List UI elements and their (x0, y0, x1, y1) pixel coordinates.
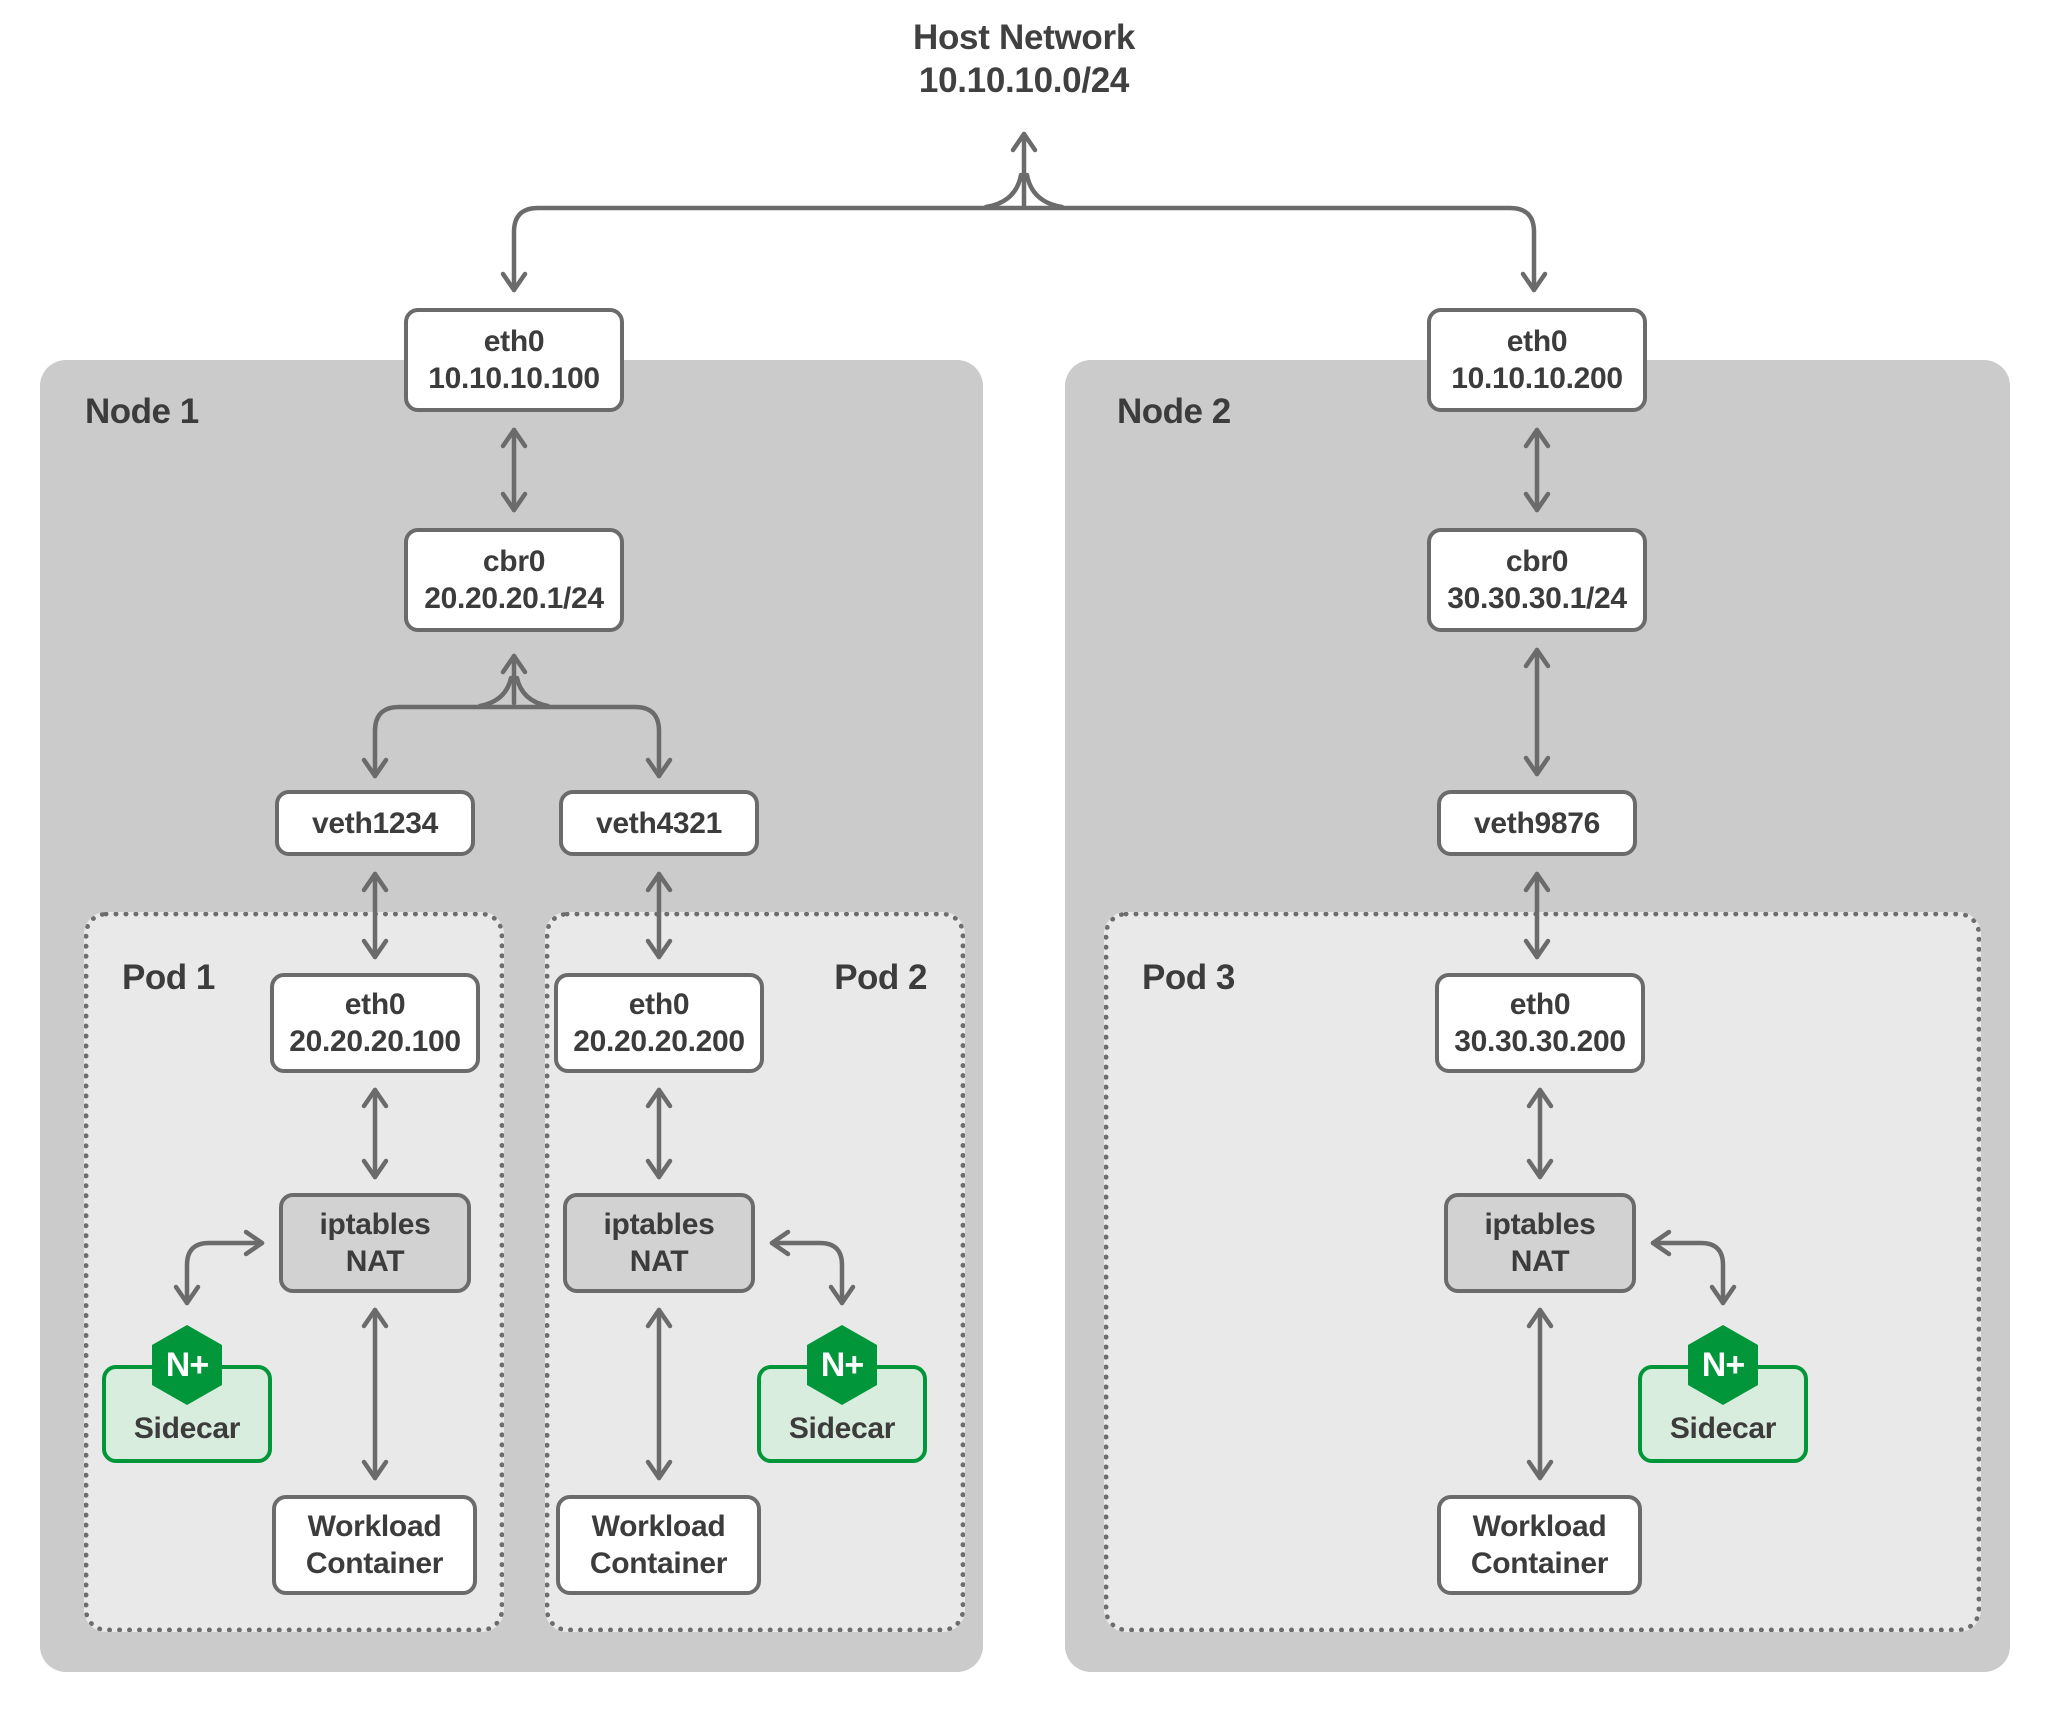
pod3-workload-line1: Workload (1472, 1510, 1607, 1543)
veth1234-label: veth1234 (311, 806, 439, 840)
pod2-eth0-ip: 20.20.20.200 (573, 1025, 745, 1058)
node2-cbr0-ip: 30.30.30.1/24 (1447, 582, 1627, 615)
node2-cbr0-name: cbr0 (1505, 545, 1569, 578)
veth1234-box: veth1234 (275, 790, 475, 856)
node2-label: Node 2 (1117, 392, 1231, 431)
host-up-arrow-flare-left (983, 172, 1024, 210)
pod3-workload-box: Workload Container (1437, 1495, 1642, 1595)
node1-cbr0-name: cbr0 (482, 545, 546, 578)
pod2-sidecar-label: Sidecar (788, 1412, 896, 1445)
pod1-label: Pod 1 (122, 958, 215, 997)
node2-eth0-name: eth0 (1506, 325, 1568, 358)
pod2-nginx-plus-logo-text: N+ (820, 1345, 864, 1384)
pod3-nginx-plus-icon: N+ (1688, 1325, 1758, 1405)
host-up-arrow-flare-right (1024, 172, 1065, 210)
pod3-nat-line1: iptables (1484, 1208, 1596, 1241)
pod3-nginx-plus-logo-text: N+ (1701, 1345, 1745, 1384)
pod1-nat-line1: iptables (319, 1208, 431, 1241)
node1-cbr0-ip: 20.20.20.1/24 (424, 582, 604, 615)
pod3-sidecar-label: Sidecar (1669, 1412, 1777, 1445)
node1-eth0-ip: 10.10.10.100 (428, 362, 600, 395)
pod1-iptables-nat-box: iptables NAT (279, 1193, 471, 1293)
veth4321-label: veth4321 (595, 806, 723, 840)
host-network-subnet: 10.10.10.0/24 (918, 61, 1130, 100)
node2-cbr0-box: cbr0 30.30.30.1/24 (1427, 528, 1647, 632)
pod2-nat-line1: iptables (603, 1208, 715, 1241)
pod3-label: Pod 3 (1142, 958, 1235, 997)
pod3-eth0-ip: 30.30.30.200 (1454, 1025, 1626, 1058)
pod2-workload-line2: Container (589, 1547, 728, 1580)
pod3-iptables-nat-box: iptables NAT (1444, 1193, 1636, 1293)
pod2-iptables-nat-box: iptables NAT (563, 1193, 755, 1293)
pod3-eth0-name: eth0 (1509, 988, 1571, 1021)
node2-eth0-box: eth0 10.10.10.200 (1427, 308, 1647, 412)
veth4321-box: veth4321 (559, 790, 759, 856)
pod2-label: Pod 2 (834, 958, 927, 997)
node1-cbr0-box: cbr0 20.20.20.1/24 (404, 528, 624, 632)
pod1-eth0-box: eth0 20.20.20.100 (270, 973, 480, 1073)
pod3-eth0-box: eth0 30.30.30.200 (1435, 973, 1645, 1073)
pod2-eth0-box: eth0 20.20.20.200 (554, 973, 764, 1073)
pod2-eth0-name: eth0 (628, 988, 690, 1021)
host-split-arrow (500, 205, 1548, 293)
pod3-nat-line2: NAT (1510, 1245, 1570, 1278)
pod2-workload-line1: Workload (591, 1510, 726, 1543)
pod1-eth0-ip: 20.20.20.100 (289, 1025, 461, 1058)
pod1-sidecar-label: Sidecar (133, 1412, 241, 1445)
pod1-nginx-plus-logo-text: N+ (165, 1345, 209, 1384)
node1-eth0-box: eth0 10.10.10.100 (404, 308, 624, 412)
pod2-workload-box: Workload Container (556, 1495, 761, 1595)
node2-eth0-ip: 10.10.10.200 (1451, 362, 1623, 395)
pod1-nat-line2: NAT (345, 1245, 405, 1278)
pod2-nat-line2: NAT (629, 1245, 689, 1278)
pod2-nginx-plus-icon: N+ (807, 1325, 877, 1405)
pod1-eth0-name: eth0 (344, 988, 406, 1021)
host-network-title: Host Network 10.10.10.0/24 (724, 16, 1324, 102)
veth9876-box: veth9876 (1437, 790, 1637, 856)
pod1-workload-line1: Workload (307, 1510, 442, 1543)
host-network-title-line1: Host Network (913, 18, 1135, 57)
pod1-nginx-plus-icon: N+ (152, 1325, 222, 1405)
node1-eth0-name: eth0 (483, 325, 545, 358)
veth9876-label: veth9876 (1473, 806, 1601, 840)
pod1-workload-line2: Container (305, 1547, 444, 1580)
pod3-workload-line2: Container (1470, 1547, 1609, 1580)
node1-label: Node 1 (85, 392, 199, 431)
pod1-workload-box: Workload Container (272, 1495, 477, 1595)
